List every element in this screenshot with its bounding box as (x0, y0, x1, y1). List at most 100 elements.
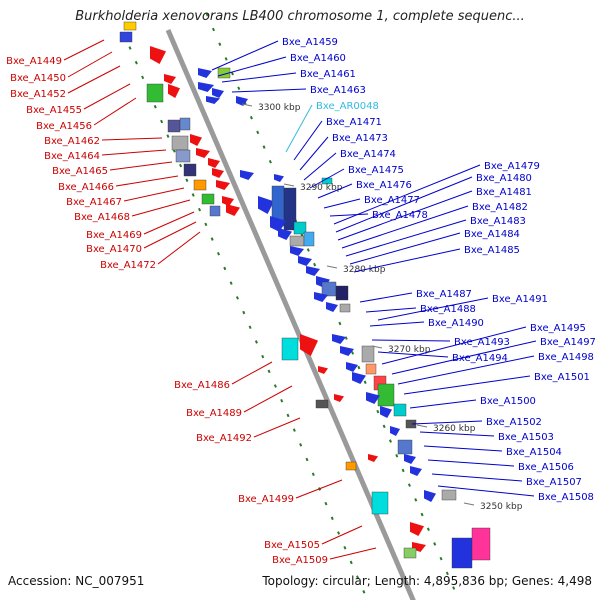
tick-track (205, 13, 209, 17)
label-leader-line (411, 420, 483, 425)
label-leader-line (377, 351, 449, 358)
tick-track (357, 365, 361, 370)
tick-track (249, 115, 253, 120)
label-leader-line (397, 355, 535, 385)
scale-label: 3260 kbp (433, 424, 476, 434)
tick-track (235, 296, 239, 300)
gene-feature (119, 31, 133, 43)
label-leader-line (295, 479, 343, 499)
tick-track (179, 163, 183, 168)
label-leader-line (143, 211, 195, 235)
label-leader-line (67, 65, 121, 94)
label-leader-line (63, 39, 105, 61)
label-leader-line (157, 231, 201, 265)
tick-track (134, 60, 138, 65)
tick-track (230, 71, 234, 76)
label-leader-line (365, 307, 417, 313)
map-title: Burkholderia xenovorans LB400 chromosome… (75, 9, 525, 24)
gene-label-bxe-a1469: Bxe_A1469 (86, 230, 142, 241)
gene-feature (123, 21, 137, 31)
gene-label-bxe-a1478: Bxe_A1478 (372, 210, 428, 221)
gene-label-bxe-a1465: Bxe_A1465 (52, 166, 108, 177)
gene-label-bxe-a1479: Bxe_A1479 (484, 161, 540, 172)
gene-feature (212, 168, 224, 178)
tick-track (439, 556, 443, 561)
gene-feature (410, 522, 424, 536)
label-leader-line (293, 120, 323, 161)
gene-label-bxe-a1460: Bxe_A1460 (290, 53, 346, 64)
label-leader-line (253, 417, 301, 438)
tick-track (128, 46, 132, 50)
gene-feature (146, 83, 164, 103)
label-leader-line (427, 459, 515, 467)
gene-feature (451, 537, 473, 569)
gene-feature (380, 406, 392, 418)
gene-feature (403, 547, 417, 559)
gene-label-bxe-a1470: Bxe_A1470 (86, 244, 142, 255)
label-leader-line (285, 104, 313, 153)
gene-label-bxe-a1484: Bxe_A1484 (464, 229, 520, 240)
label-leader-line (67, 51, 113, 78)
gene-label-bxe-a1488: Bxe_A1488 (420, 304, 476, 315)
gene-feature (201, 193, 215, 205)
label-leader-line (303, 152, 337, 181)
gene-feature (281, 337, 299, 361)
label-leader-line (403, 375, 531, 395)
label-leader-line (431, 473, 523, 482)
gene-feature (209, 205, 221, 217)
gene-feature (206, 96, 220, 104)
gene-label-bxe-a1508: Bxe_A1508 (538, 492, 594, 503)
label-leader-line (93, 97, 137, 126)
tick-track (324, 501, 328, 506)
gene-feature (274, 174, 284, 182)
gene-feature (278, 228, 292, 240)
tick-track (337, 531, 341, 535)
gene-label-bxe-a1507: Bxe_A1507 (526, 477, 582, 488)
tick-track (362, 590, 366, 594)
gene-label-bxe-a1463: Bxe_A1463 (310, 85, 366, 96)
gene-label-bxe-a1449: Bxe_A1449 (6, 56, 62, 67)
label-leader-line (423, 445, 503, 452)
gene-feature (404, 454, 416, 464)
gene-feature (196, 148, 210, 158)
tick-track (426, 527, 430, 532)
label-leader-line (83, 83, 131, 110)
tick-track (395, 453, 399, 458)
gene-label-bxe-a1499: Bxe_A1499 (238, 494, 294, 505)
tick-track (292, 428, 296, 432)
gene-feature (339, 303, 351, 313)
tick-track (191, 193, 195, 197)
gene-label-bxe-a1459: Bxe_A1459 (282, 37, 338, 48)
chromosome-backbone (165, 29, 418, 604)
gene-feature (193, 179, 207, 191)
tick-track (313, 262, 317, 267)
tick-track (286, 413, 290, 418)
label-leader-line (221, 72, 297, 83)
gene-label-bxe-a1462: Bxe_A1462 (44, 136, 100, 147)
gene-label-bxe-a1481: Bxe_A1481 (476, 187, 532, 198)
gene-label-bxe-a1502: Bxe_A1502 (486, 417, 542, 428)
label-leader-line (217, 56, 287, 77)
gene-feature (164, 74, 176, 84)
label-leader-line (323, 198, 361, 209)
gene-label-bxe-a1493: Bxe_A1493 (454, 337, 510, 348)
gene-label-bxe-a1474: Bxe_A1474 (340, 149, 396, 160)
label-leader-line (329, 213, 369, 217)
gene-label-bxe-a1509: Bxe_A1509 (272, 555, 328, 566)
gene-label-bxe-a1491: Bxe_A1491 (492, 294, 548, 305)
gene-label-bxe-a1455: Bxe_A1455 (26, 105, 82, 116)
gene-feature (393, 403, 407, 417)
tick-track (420, 512, 424, 517)
gene-feature (240, 170, 254, 180)
tick-track (344, 336, 348, 340)
gene-feature (366, 392, 380, 404)
label-leader-line (349, 232, 461, 265)
tick-track (330, 516, 334, 521)
gene-label-bxe-a1475: Bxe_A1475 (348, 165, 404, 176)
tick-track (268, 160, 272, 164)
label-leader-line (409, 399, 477, 409)
tick-track (356, 575, 360, 579)
gene-label-bxe-a1472: Bxe_A1472 (100, 260, 156, 271)
